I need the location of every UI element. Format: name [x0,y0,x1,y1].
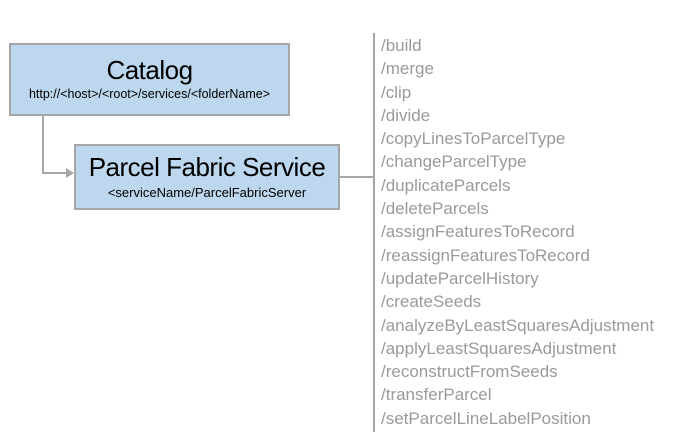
endpoint-item: /analyzeByLeastSquaresAdjustment [381,315,655,335]
endpoint-item: /merge [381,59,434,79]
catalog-url-pattern: http://<host>/<root>/services/<folderNam… [28,87,271,102]
endpoint-item: /clip [381,82,412,102]
endpoint-item: /build [381,36,422,55]
endpoint-item: /setParcelLineLabelPosition [381,408,591,428]
connector-service-to-list [340,176,373,178]
endpoint-item: /transferParcel [381,385,492,405]
connector-elbow-horizontal [42,172,67,174]
endpoint-item: /createSeeds [381,292,482,312]
catalog-title: Catalog [106,54,193,85]
endpoint-item: /deleteParcels [381,199,489,219]
endpoint-list-rule [373,33,375,432]
endpoint-item: /assignFeaturesToRecord [381,222,575,242]
arrowhead-icon [66,168,74,178]
endpoint-item: /divide [381,105,431,125]
endpoint-item: /copyLinesToParcelType [381,129,566,149]
endpoint-item: /updateParcelHistory [381,268,539,288]
catalog-node: Catalog http://<host>/<root>/services/<f… [9,43,290,116]
service-name-pattern: <serviceName/ParcelFabricServer [107,184,307,200]
endpoint-item: /duplicateParcels [381,175,511,195]
endpoint-item: /changeParcelType [381,152,527,172]
service-node: Parcel Fabric Service <serviceName/Parce… [74,144,340,210]
connector-elbow-vertical [42,116,44,174]
endpoint-list: /build /merge /clip /divide /copyLinesTo… [381,34,654,430]
endpoint-item: /reconstructFromSeeds [381,362,558,382]
service-title: Parcel Fabric Service [88,152,326,183]
endpoint-item: /applyLeastSquaresAdjustment [381,338,617,358]
endpoint-item: /reassignFeaturesToRecord [381,245,590,265]
